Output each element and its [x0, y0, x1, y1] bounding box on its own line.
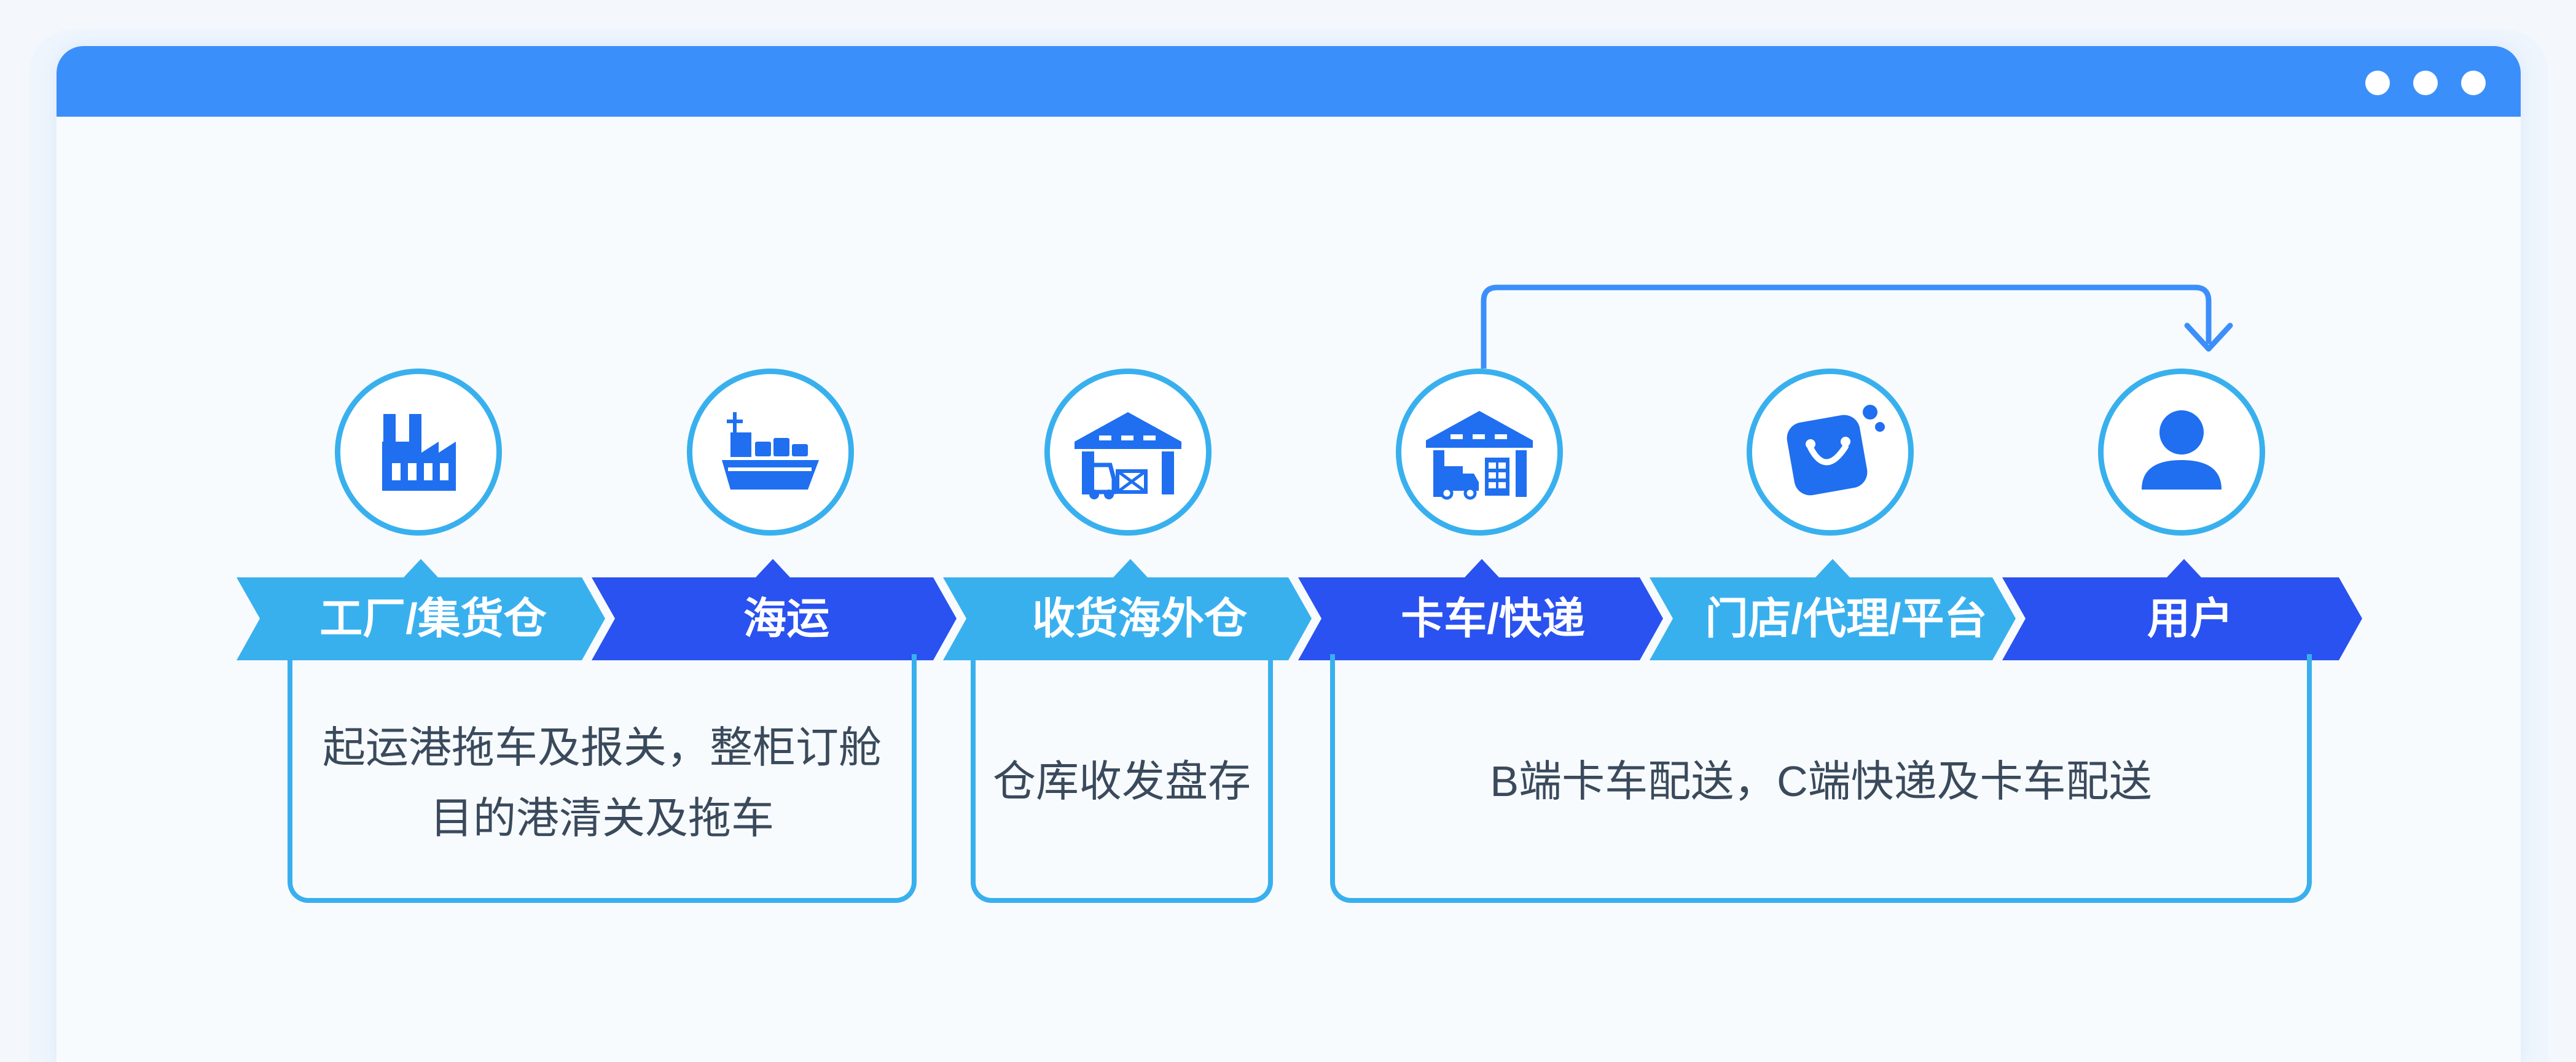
shopping-bag-icon [1747, 369, 1914, 536]
factory-icon [335, 369, 502, 536]
banner-notch [2167, 559, 2201, 577]
shipping-description-line2: 目的港清关及拖车 [430, 794, 774, 842]
user-icon [2098, 369, 2265, 536]
shipping-description-box [288, 654, 917, 903]
shipping-description-line1: 起运港拖车及报关，整柜订舱 [323, 724, 882, 771]
banner-notch [404, 559, 438, 577]
warehouse-truck-icon [1396, 369, 1563, 536]
window-control-dot[interactable] [2365, 71, 2390, 95]
step-label-user: 用户 [2147, 595, 2233, 642]
warehouse-description-box [971, 654, 1273, 903]
step-label-store-agent-platform: 门店/代理/平台 [1705, 595, 1987, 642]
banner-notch [1113, 559, 1148, 577]
step-label-shipping: 海运 [743, 595, 829, 642]
banner-notch [1465, 559, 1499, 577]
warehouse-description: 仓库收发盘存 [993, 757, 1251, 805]
delivery-description: B端卡车配送，C端快递及卡车配送 [1490, 757, 2152, 805]
delivery-description-box [1330, 654, 2312, 903]
window-control-dot[interactable] [2461, 71, 2486, 95]
step-label-factory: 工厂/集货仓 [319, 595, 547, 642]
banner-notch [756, 559, 790, 577]
process-banner [237, 577, 2362, 660]
window-titlebar [57, 46, 2521, 117]
step-label-truck-express: 卡车/快递 [1401, 595, 1585, 642]
browser-window [57, 46, 2521, 1062]
window-control-dot[interactable] [2413, 71, 2438, 95]
bypass-arrow [1481, 284, 2233, 369]
banner-notch [1815, 559, 1850, 577]
cargo-ship-icon [687, 369, 854, 536]
step-label-overseas-warehouse: 收货海外仓 [1032, 595, 1247, 642]
warehouse-forklift-icon [1044, 369, 1212, 536]
